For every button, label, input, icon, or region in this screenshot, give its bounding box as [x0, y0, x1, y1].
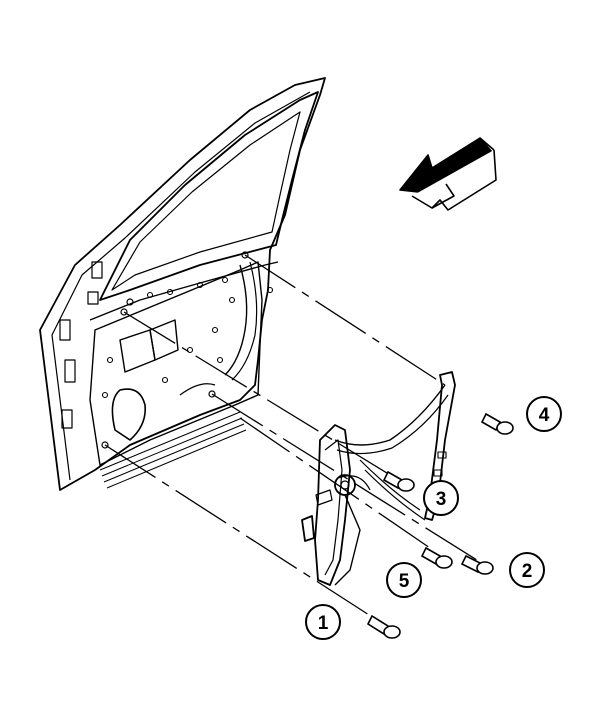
bolt-2 [460, 554, 494, 575]
bolt-1 [366, 614, 401, 639]
forward-arrow-icon [399, 137, 497, 211]
callout-3: 3 [423, 480, 459, 516]
door-panel [39, 77, 326, 491]
callout-4-label: 4 [539, 405, 550, 426]
callout-3-label: 3 [436, 489, 447, 510]
callout-2: 2 [509, 552, 545, 588]
alignment-lines [104, 254, 481, 623]
callout-1-label: 1 [318, 613, 329, 634]
window-regulator [301, 371, 456, 586]
bolt-3 [382, 470, 415, 492]
bolt-4 [480, 412, 514, 435]
callout-5: 5 [386, 562, 422, 598]
callout-4: 4 [526, 396, 562, 432]
callout-2-label: 2 [522, 561, 533, 582]
bolt-5 [420, 546, 453, 569]
callout-1: 1 [305, 604, 341, 640]
callout-5-label: 5 [399, 571, 410, 592]
